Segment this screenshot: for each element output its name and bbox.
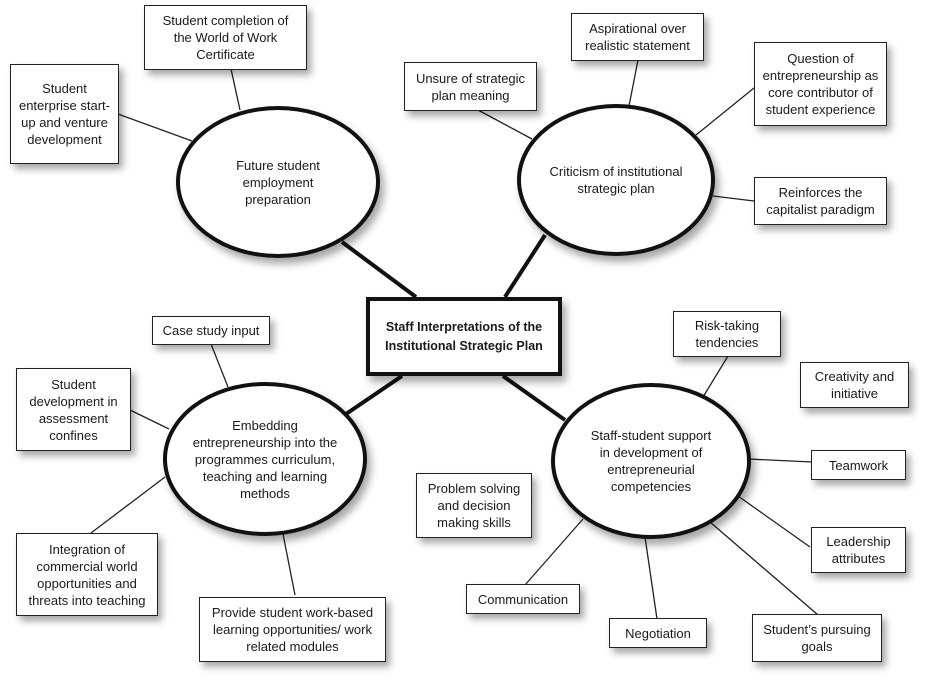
- link-employment-enterprise: [117, 113, 193, 142]
- link-embedding-case: [210, 343, 229, 388]
- item-negotiation: Negotiation: [609, 618, 707, 648]
- link-support-negotiation: [644, 536, 658, 620]
- theme-criticism-label: Criticism of institutional strategic pla…: [549, 164, 683, 196]
- item-leadership: Leadership attributes: [811, 527, 906, 573]
- link-center-support: [501, 374, 567, 422]
- central-title-line-1: Staff Interpretations of the: [385, 319, 543, 334]
- theme-embedding: Embedding entrepreneurship into the prog…: [163, 382, 367, 536]
- link-criticism-aspirational: [628, 59, 639, 107]
- item-work-based-learning: Provide student work-based learning oppo…: [199, 597, 386, 662]
- link-center-employment: [340, 240, 418, 299]
- item-label: Student’s pursuing goals: [763, 622, 871, 654]
- link-support-communication: [524, 518, 584, 586]
- item-label: Leadership attributes: [826, 534, 891, 566]
- link-criticism-unsure: [477, 109, 533, 140]
- item-label: Teamwork: [828, 457, 889, 473]
- item-entrepreneurship-question: Question of entrepreneurship as core con…: [754, 42, 887, 126]
- item-label: Reinforces the capitalist paradigm: [766, 185, 875, 217]
- theme-embedding-label: Embedding entrepreneurship into the prog…: [192, 417, 338, 501]
- theme-criticism: Criticism of institutional strategic pla…: [517, 104, 715, 256]
- theme-support-label: Staff-student support in development of …: [590, 428, 712, 494]
- item-pursuing-goals: Student’s pursuing goals: [752, 614, 882, 662]
- item-label: Question of entrepreneurship as core con…: [762, 51, 879, 117]
- link-center-embedding: [344, 374, 404, 416]
- link-embedding-provide: [282, 533, 296, 596]
- theme-employment: Future student employment preparation: [176, 106, 380, 258]
- item-label: Provide student work-based learning oppo…: [211, 605, 374, 654]
- item-communication: Communication: [466, 584, 580, 614]
- item-label: Communication: [477, 591, 569, 607]
- link-support-teamwork: [747, 458, 813, 463]
- item-label: Problem solving and decision making skil…: [427, 481, 521, 530]
- link-support-goals: [709, 521, 819, 616]
- link-criticism-question: [695, 87, 755, 136]
- item-case-study-input: Case study input: [152, 316, 270, 345]
- theme-employment-label: Future student employment preparation: [236, 157, 320, 207]
- item-world-of-work-certificate: Student completion of the World of Work …: [144, 5, 307, 70]
- item-label: Integration of commercial world opportun…: [28, 541, 146, 608]
- theme-support: Staff-student support in development of …: [551, 383, 751, 539]
- item-enterprise-start-up: Student enterprise start-up and venture …: [10, 64, 119, 164]
- item-label: Unsure of strategic plan meaning: [415, 70, 526, 103]
- item-label: Risk-taking tendencies: [694, 318, 760, 350]
- item-teamwork: Teamwork: [811, 450, 906, 480]
- link-embedding-assessment: [129, 409, 170, 430]
- item-label: Creativity and initiative: [814, 369, 895, 401]
- link-criticism-reinforces: [712, 195, 755, 202]
- item-assessment-confines: Student development in assessment confin…: [16, 368, 131, 451]
- central-node: Staff Interpretations of the Institution…: [366, 297, 562, 376]
- item-risk-taking: Risk-taking tendencies: [673, 311, 781, 357]
- item-commercial-world-integration: Integration of commercial world opportun…: [16, 533, 158, 616]
- item-aspirational-statement: Aspirational over realistic statement: [571, 13, 704, 61]
- item-label: Negotiation: [625, 625, 691, 641]
- link-support-leadership: [737, 495, 811, 548]
- item-creativity-initiative: Creativity and initiative: [800, 362, 909, 408]
- item-problem-solving: Problem solving and decision making skil…: [416, 473, 532, 538]
- item-label: Student completion of the World of Work …: [162, 13, 289, 62]
- item-label: Student development in assessment confin…: [29, 376, 118, 443]
- link-employment-certificate: [230, 68, 241, 111]
- link-center-criticism: [503, 233, 547, 299]
- item-label: Aspirational over realistic statement: [585, 21, 690, 53]
- item-label: Student enterprise start-up and venture …: [18, 81, 111, 147]
- item-unsure-of-meaning: Unsure of strategic plan meaning: [404, 62, 537, 111]
- item-capitalist-paradigm: Reinforces the capitalist paradigm: [754, 177, 887, 225]
- link-embedding-integration: [90, 476, 166, 534]
- central-title-line-2: Institutional Strategic Plan: [385, 338, 543, 353]
- link-support-risk: [702, 355, 729, 398]
- item-label: Case study input: [162, 323, 260, 338]
